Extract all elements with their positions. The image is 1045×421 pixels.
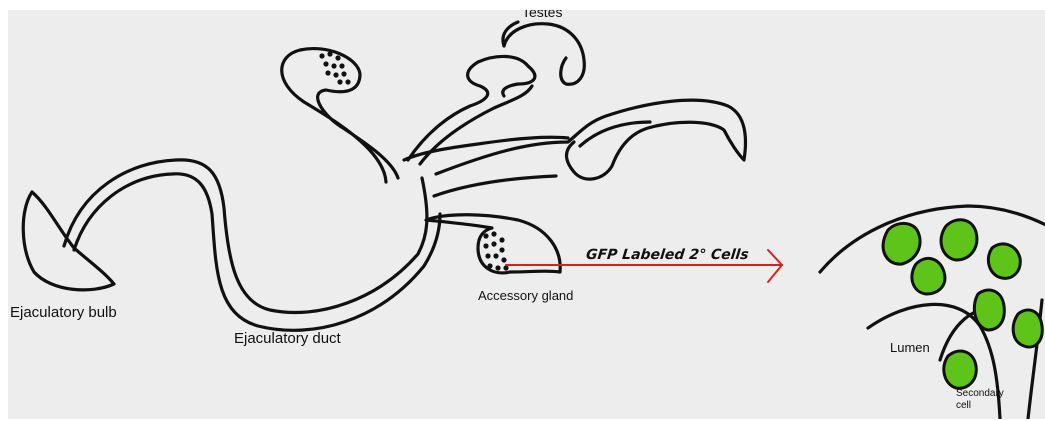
ejaculatory-duct-upper — [64, 160, 427, 313]
gfp-cell — [944, 351, 976, 388]
gfp-cell — [974, 290, 1004, 330]
label-testes: Testes — [522, 10, 562, 20]
testis-top-coil — [504, 24, 584, 85]
gfp-secondary-cells — [883, 220, 1042, 389]
label-lumen: Lumen — [890, 340, 930, 355]
label-accessory-gland: Accessory gland — [478, 288, 573, 303]
gfp-cell — [988, 244, 1020, 278]
ejaculatory-duct-lower — [74, 174, 440, 330]
diagram-canvas: Testes Ejaculatory bulb Ejaculatory duct… — [8, 10, 1045, 419]
gfp-cell — [1013, 310, 1042, 347]
central-body-lower — [434, 176, 556, 196]
label-ejaculatory-bulb: Ejaculatory bulb — [10, 304, 117, 321]
label-secondary-cell: Secondary cell — [956, 388, 1016, 412]
gfp-cell — [941, 220, 977, 260]
gfp-cell — [883, 223, 920, 264]
accessory-gland-cells — [483, 231, 508, 270]
label-ejaculatory-duct: Ejaculatory duct — [234, 330, 341, 347]
label-gfp-labeled-cells: GFP Labeled 2° Cells — [585, 247, 749, 263]
testis-right-inner — [580, 122, 650, 146]
testis-left-outline — [282, 49, 398, 182]
gfp-cell — [912, 258, 945, 294]
drosophila-reproductive-tract-drawing — [8, 10, 1045, 419]
